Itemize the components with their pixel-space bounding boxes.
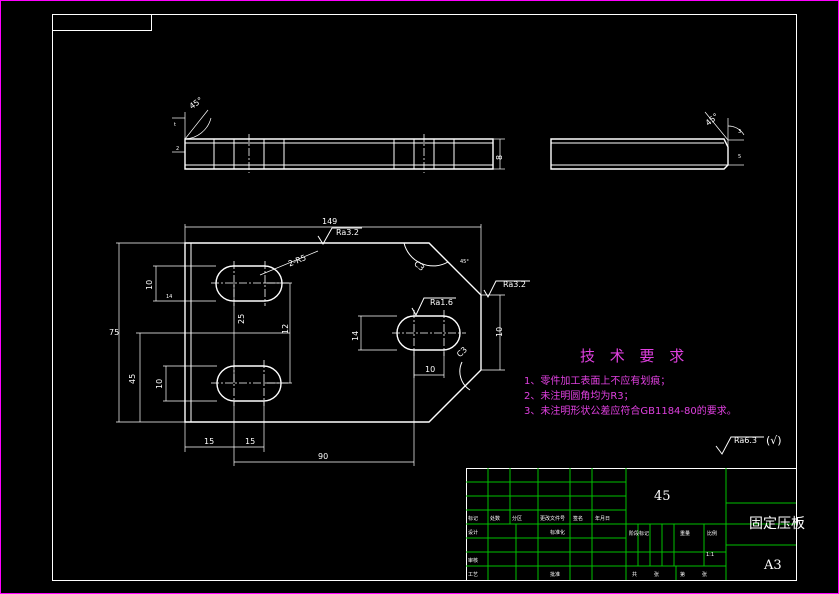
tb-gongyi: 工艺 xyxy=(468,572,478,578)
dim-chamfer-45: 45° xyxy=(460,259,469,265)
dim-len-90: 90 xyxy=(318,452,328,461)
dim-s14: 14 xyxy=(351,331,360,341)
dim-s10a: 10 xyxy=(145,280,154,290)
dim-top-8: 8 xyxy=(495,155,504,160)
tb-zhongliang: 重量 xyxy=(680,530,690,537)
top-view-left: 45° t 2 8 xyxy=(172,95,505,173)
dim-total-75: 75 xyxy=(109,328,119,337)
front-dimensions: 149 Ra3.2 75 45 10 10 25 12 2-R5 xyxy=(109,217,530,466)
tb-riqi: 年月日 xyxy=(595,515,610,522)
dim-top-3: 3 xyxy=(738,129,741,135)
title-block: 标记 处数 分区 更改文件号 签名 年月日 设计 标准化 审核 工艺 批准 阶段… xyxy=(466,468,805,581)
tb-wenjian: 更改文件号 xyxy=(540,515,565,522)
tb-pizhun: 批准 xyxy=(550,571,560,578)
tb-di: 第 xyxy=(680,571,685,578)
tb-zhang1: 张 xyxy=(654,571,659,578)
dim-h12: 12 xyxy=(281,324,290,334)
technical-requirements: 技 术 要 求 1、零件加工表面上不应有划痕； 2、未注明圆角均为R3； 3、未… xyxy=(524,347,737,417)
tb-sheji: 设计 xyxy=(468,529,478,536)
tb-fenqu: 分区 xyxy=(512,515,522,522)
dim-h45: 45 xyxy=(128,374,137,384)
tb-qianming: 签名 xyxy=(573,515,583,522)
roughness-general-paren: (√) xyxy=(766,434,782,447)
dim-w10: 10 xyxy=(495,327,504,337)
tb-biaoji: 标记 xyxy=(468,515,478,522)
roughness-top: Ra3.2 xyxy=(336,228,359,237)
dim-top-5: 5 xyxy=(738,154,741,160)
tb-biaozhunhua: 标准化 xyxy=(550,529,565,536)
tech-item-3: 3、未注明形状公差应符合GB1184-80的要求。 xyxy=(524,404,737,417)
dim-s10c: 10 xyxy=(425,365,435,374)
corner-code-box xyxy=(52,14,152,31)
dim-h25: 25 xyxy=(237,314,246,324)
roughness-general: Ra6.3 xyxy=(734,436,757,445)
dim-c3a: C3 xyxy=(412,259,426,273)
dim-top-2: 2 xyxy=(176,146,179,152)
dim-d15a: 15 xyxy=(204,437,214,446)
dim-h14: 14 xyxy=(166,294,172,300)
tb-scale: 1:1 xyxy=(706,552,714,558)
inner-frame xyxy=(52,14,797,581)
tb-bili: 比例 xyxy=(707,530,717,537)
dim-slot-r: 2-R5 xyxy=(287,253,308,268)
tb-shenhe: 审核 xyxy=(468,557,478,564)
tb-material: 45 xyxy=(654,489,671,504)
dim-c3b: C3 xyxy=(455,345,469,359)
tb-sheet-size: A3 xyxy=(763,558,782,573)
tb-jieduan: 阶段标记 xyxy=(629,530,649,537)
dim-width-149: 149 xyxy=(322,217,337,226)
tb-gong: 共 xyxy=(632,571,637,578)
tb-zhang2: 张 xyxy=(702,571,707,578)
front-view xyxy=(184,242,482,423)
dim-s10b: 10 xyxy=(155,379,164,389)
dim-top-t: t xyxy=(174,122,176,128)
roughness-right: Ra3.2 xyxy=(503,280,526,289)
general-roughness: Ra6.3 (√) xyxy=(715,434,782,455)
tb-part-name: 固定压板 xyxy=(749,516,805,532)
tech-title: 技 术 要 求 xyxy=(580,347,689,365)
tech-item-2: 2、未注明圆角均为R3； xyxy=(524,389,634,402)
dim-d15b: 15 xyxy=(245,437,255,446)
dim-top-angle-left: 45° xyxy=(188,95,205,111)
tb-chushu: 处数 xyxy=(490,515,500,522)
top-view-right: 45° 3 5 xyxy=(550,112,745,170)
tech-item-1: 1、零件加工表面上不应有划痕； xyxy=(524,374,670,387)
roughness-slot: Ra1.6 xyxy=(430,298,453,307)
